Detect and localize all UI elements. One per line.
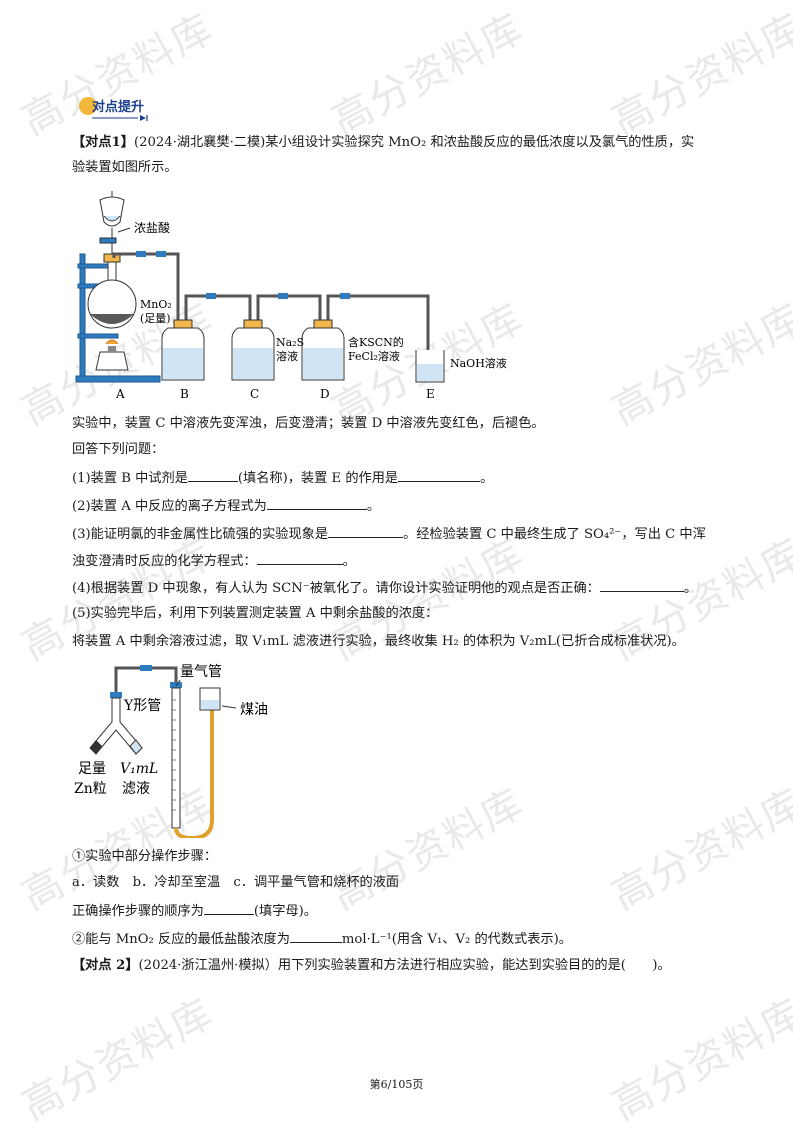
part-3-text-b: 。经检验装置 C 中最终生成了 SO₄²⁻，写出 C 中浑 [403, 527, 706, 542]
prompt-text: 回答下列问题： [72, 442, 165, 457]
answer-blank-3b[interactable] [256, 551, 343, 565]
tube-connector [140, 665, 152, 671]
part-4-text-a: (4)根据装置 D 中现象，有人认为 SCN⁻被氧化了。请你设计实验证明他的观点… [72, 581, 600, 596]
connecting-tube [114, 666, 178, 692]
funnel-label: 浓盐酸 [134, 220, 170, 235]
part-1: (1)装置 B 中试剂是 (填名称)，装置 E 的作用是 。 [72, 468, 493, 488]
wash-bottle-d [301, 319, 345, 381]
flask-label-1: MnO₂ [140, 298, 172, 311]
q2-text: (2024·浙江温州·模拟）用下列实验装置和方法进行相应实验，能达到实验目的的是… [138, 958, 671, 973]
q1-intro1: (2024·湖北襄樊·二模)某小组设计实验探究 MnO₂ 和浓盐酸反应的最低浓度… [133, 135, 695, 150]
conc-text-a: ②能与 MnO₂ 反应的最低盐酸浓度为 [72, 932, 290, 947]
badge-label: 对点提升 [92, 99, 144, 115]
part-3-line2: 浊变澄清时反应的化学方程式： 。 [72, 551, 356, 571]
zn-label-2: Zn粒 [74, 781, 107, 797]
ytube-label: Y形管 [123, 698, 161, 714]
answer-blank-1b[interactable] [398, 468, 481, 482]
answer-blank-3a[interactable] [328, 524, 404, 538]
conc-text-b: mol·L⁻¹(用含 V₁、V₂ 的代数式表示)。 [341, 932, 572, 947]
part-2-text-a: (2)装置 A 中反应的离子方程式为 [72, 499, 267, 514]
page-number: 第6/105页 [369, 1078, 424, 1091]
part-5-line1: (5)实验完毕后，利用下列装置测定装置 A 中剩余盐酸的浓度： [72, 606, 439, 621]
round-bottom-flask [87, 253, 137, 329]
oil-pointer [221, 705, 237, 709]
part-5-line2: 将装置 A 中剩余溶液过滤，取 V₁mL 滤液进行实验，最终收集 H₂ 的体积为… [72, 634, 685, 649]
answer-blank-conc[interactable] [289, 929, 342, 943]
e-label: NaOH溶液 [450, 356, 507, 370]
oil-label: 煤油 [240, 702, 268, 718]
flask-label-2: (足量) [140, 312, 171, 325]
answer-blank-2[interactable] [266, 496, 367, 510]
q2-tag: 【对点 2】 [72, 958, 139, 973]
q1-intro-line1: 【对点1】(2024·湖北襄樊·二模)某小组设计实验探究 MnO₂ 和浓盐酸反应… [72, 134, 694, 152]
part-3-text-c: 浊变澄清时反应的化学方程式： [72, 554, 257, 569]
part-1-text-a: (1)装置 B 中试剂是 [72, 471, 188, 486]
order-text-a: 正确操作步骤的顺序为 [72, 904, 204, 919]
answer-blank-1a[interactable] [187, 468, 238, 482]
part-4: (4)根据装置 D 中现象，有人认为 SCN⁻被氧化了。请你设计实验证明他的观点… [72, 578, 697, 598]
burette-label: 量气管 [180, 664, 222, 680]
apparatus-figure-2: Y形管 足量 Zn粒 V₁mL 滤液 量气管 煤油 [74, 664, 268, 838]
zn-label-1: 足量 [78, 761, 106, 777]
section-badge: 对点提升 [78, 94, 158, 128]
letter-a: A [115, 387, 125, 401]
q2-line: 【对点 2】(2024·浙江温州·模拟）用下列实验装置和方法进行相应实验，能达到… [72, 957, 671, 975]
concentration-line: ②能与 MnO₂ 反应的最低盐酸浓度为 mol·L⁻¹(用含 V₁、V₂ 的代数式… [72, 929, 572, 949]
rubber-tube [174, 702, 214, 838]
alcohol-lamp [95, 339, 129, 371]
letter-b: B [180, 387, 189, 401]
answer-blank-order[interactable] [203, 901, 254, 915]
steps-text: a．读数 b．冷却至室温 c．调平量气管和烧杯的液面 [72, 875, 400, 890]
q1-tag: 【对点1】 [72, 135, 134, 150]
wash-bottle-c [231, 319, 275, 381]
badge-graphic: 对点提升 [79, 97, 148, 121]
part-1-text-b: (填名称)，装置 E 的作用是 [237, 471, 399, 486]
part-2: (2)装置 A 中反应的离子方程式为 。 [72, 496, 380, 516]
burette-pointer [175, 679, 181, 687]
d-label-2: FeCl₂溶液 [348, 349, 400, 363]
kerosene-cup [199, 687, 221, 711]
v-label-2: 滤液 [122, 781, 150, 797]
c-label-2: 溶液 [276, 349, 298, 363]
letter-e: E [426, 387, 435, 401]
apparatus-figure-1: 浓盐酸 MnO₂ (足量) [75, 191, 507, 401]
part-3-text-d: 。 [342, 554, 356, 569]
part-1-text-c: 。 [480, 471, 494, 486]
q1-intro2: 验装置如图所示。 [72, 160, 178, 175]
step-title: ①实验中部分操作步骤： [72, 849, 218, 864]
part-4-text-b: 。 [683, 581, 698, 596]
observation-text: 实验中，装置 C 中溶液先变浑浊，后变澄清；装置 D 中溶液先变红色，后褪色。 [72, 416, 545, 431]
gas-burette [170, 682, 182, 829]
part-3-text-a: (3)能证明氯的非金属性比硫强的实验现象是 [72, 527, 329, 542]
order-line: 正确操作步骤的顺序为 (填字母)。 [72, 901, 317, 921]
c-label-1: Na₂S [276, 336, 304, 349]
separatory-funnel [99, 191, 131, 254]
part-3-line1: (3)能证明氯的非金属性比硫强的实验现象是 。经检验装置 C 中最终生成了 SO₄… [72, 524, 706, 544]
y-shaped-tube [89, 692, 143, 755]
tube-connectors [136, 251, 350, 299]
part-2-text-b: 。 [366, 499, 381, 514]
letter-c: C [250, 387, 259, 401]
v-label-1: V₁mL [120, 761, 158, 777]
answer-blank-4[interactable] [599, 578, 684, 592]
order-text-b: (填字母)。 [253, 904, 317, 919]
d-label-1: 含KSCN的 [348, 335, 404, 349]
delivery-tubes [112, 252, 430, 364]
wash-bottle-b [161, 319, 205, 381]
letter-d: D [320, 387, 330, 401]
beaker-e [415, 350, 445, 383]
